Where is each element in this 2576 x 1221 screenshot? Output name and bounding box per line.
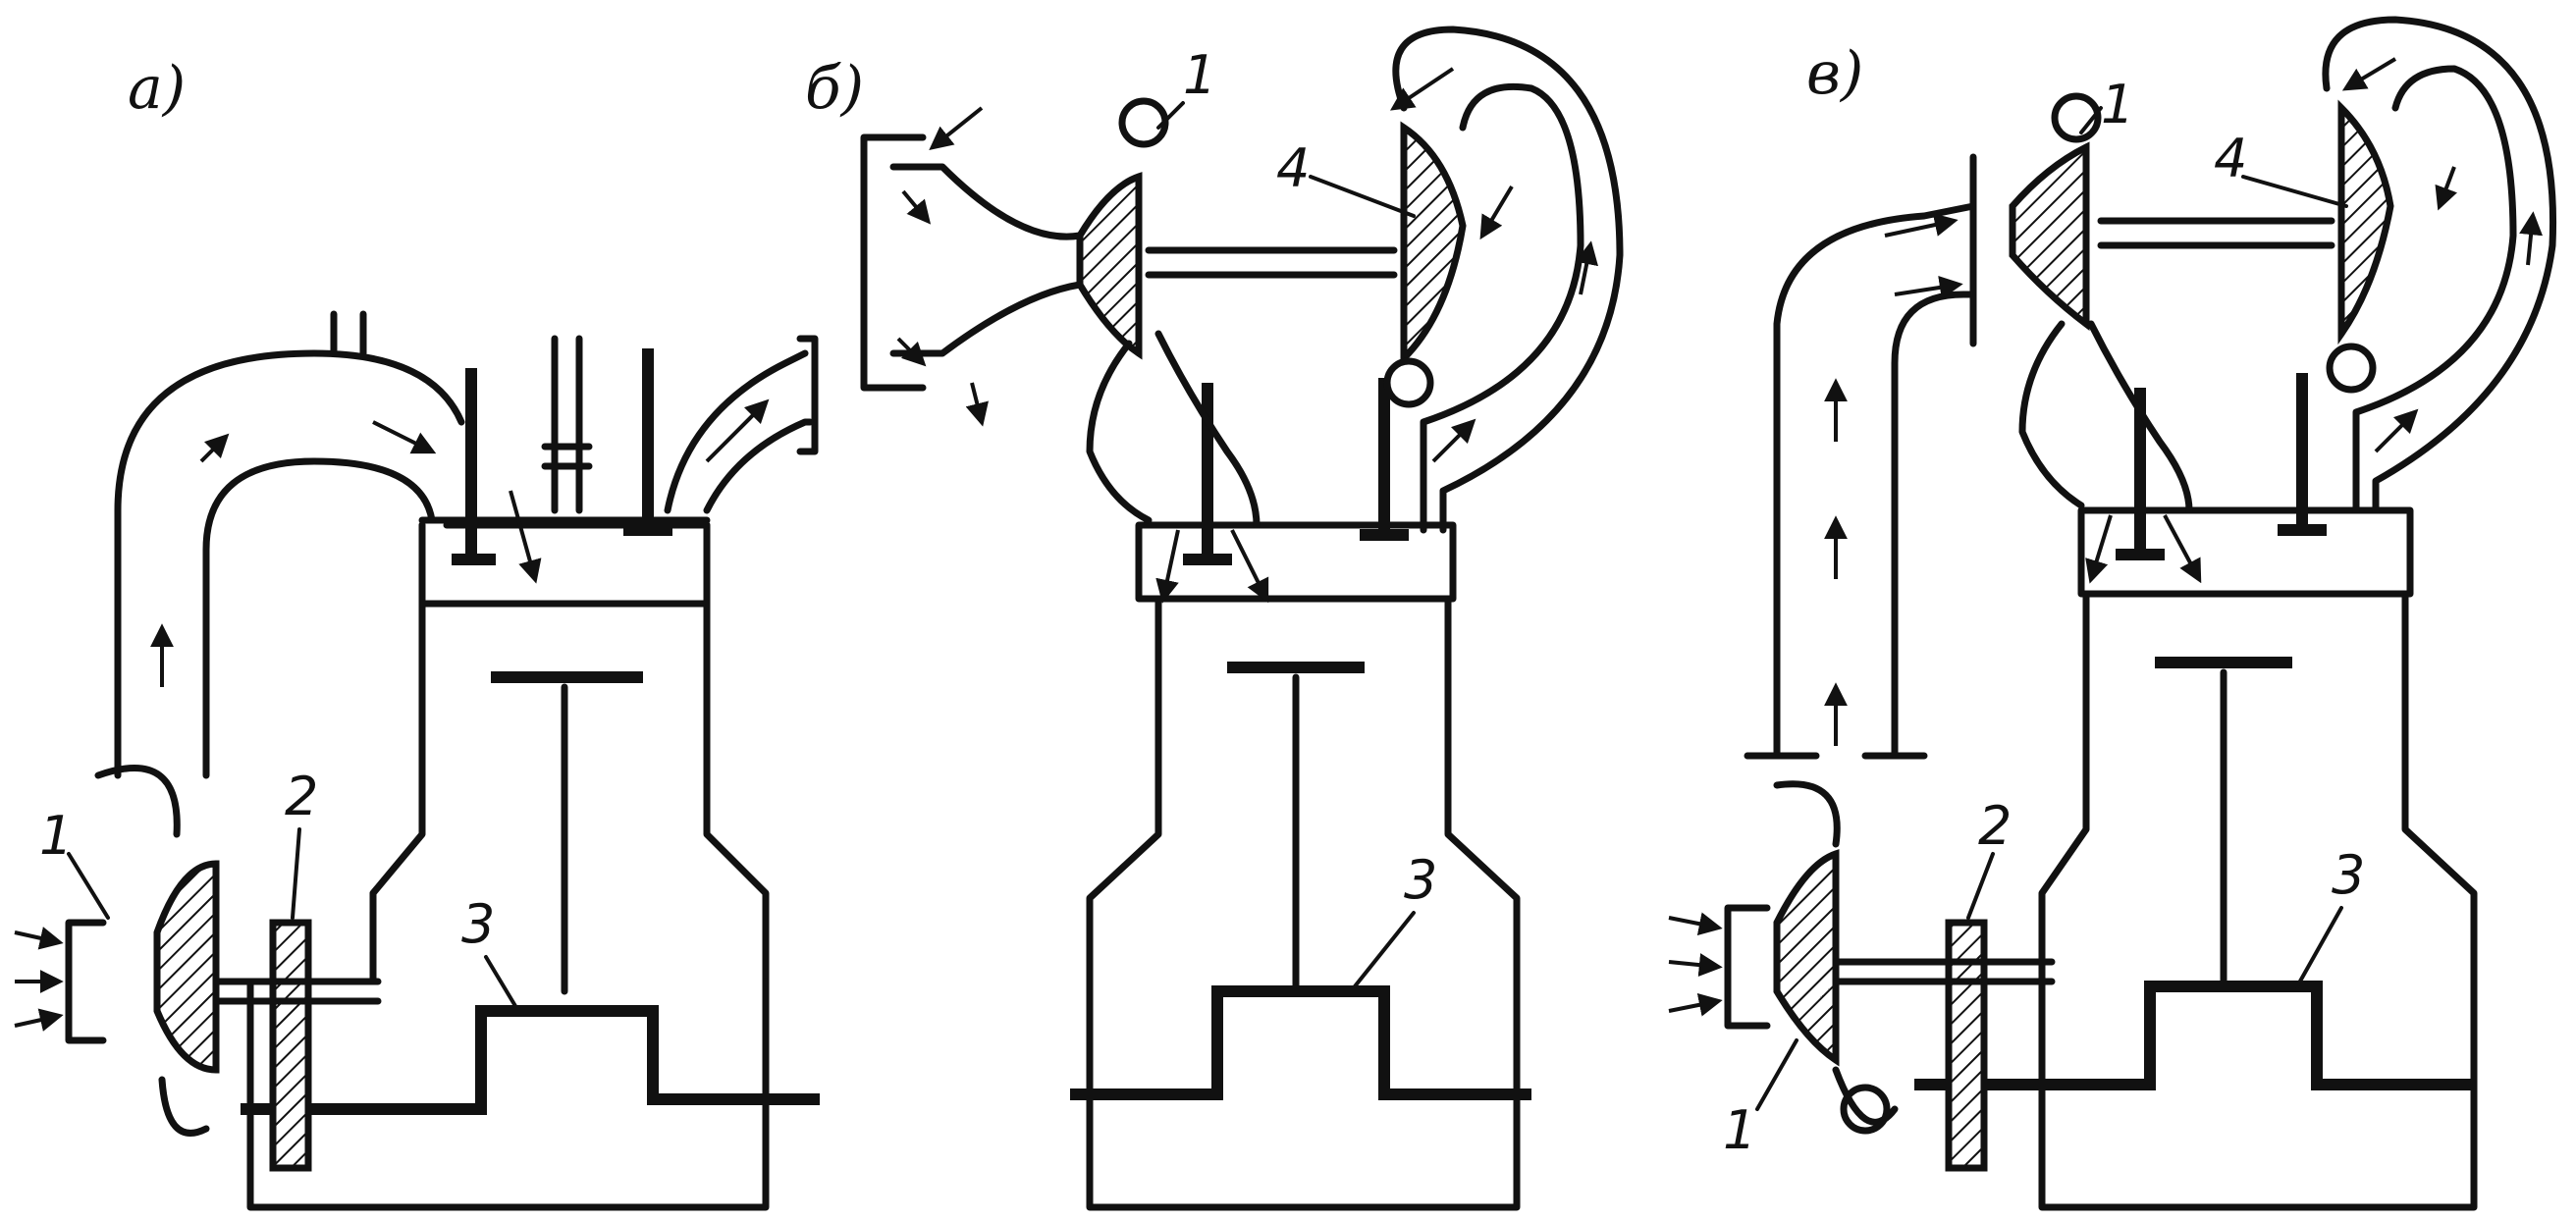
exhaust-loop-c (2322, 16, 2557, 514)
cylinder-arrow-a (509, 490, 542, 584)
leader-a-3 (484, 955, 517, 1008)
leader-a-2 (291, 827, 301, 920)
air-in-arrow-c-1 (1668, 912, 1723, 936)
callout-c-3: 3 (2332, 844, 2365, 906)
turbine-outlet-bulb-c (2326, 343, 2377, 394)
panel-c: в) 1 (1668, 16, 2557, 1211)
compressor-wheel-c (2009, 141, 2090, 332)
compressor-wheel-b (1076, 172, 1143, 360)
leader-b-3 (1353, 911, 1416, 988)
injector-a (541, 335, 593, 514)
transfer-pipe-c (1744, 153, 1977, 760)
exhaust-arrow-b-1 (1390, 67, 1455, 111)
panel-letter-a: а) (128, 54, 186, 123)
exhaust-arrow-c-1 (2341, 57, 2397, 91)
exhaust-valve-b (1360, 378, 1409, 541)
air-in-arrow-b-4 (965, 382, 989, 427)
callout-b-3: 3 (1404, 849, 1437, 911)
low-pressure-bulb-c (1840, 1084, 1891, 1135)
intake-manifold-b (1086, 330, 1261, 529)
callout-c-1-bottom: 1 (1723, 1099, 1756, 1161)
exhaust-arrow-c-2 (2435, 166, 2457, 211)
exhaust-arrow-b-4 (1431, 418, 1476, 463)
transfer-arrow-c-5 (1894, 276, 1963, 299)
gear-shaft-c (1832, 958, 2056, 985)
exhaust-valve-a (623, 348, 672, 536)
callout-c-2: 2 (1978, 795, 2012, 857)
air-box-b (860, 133, 1084, 392)
compressor-wheel-c-2 (1773, 849, 1840, 1067)
panel-a: а) 1 2 (14, 54, 820, 1211)
crankshaft-a (241, 1005, 820, 1115)
cylinder-arrow-c-2 (2163, 514, 2202, 584)
crankshaft-c (1914, 981, 2474, 1090)
air-in-arrow-b-3 (896, 337, 927, 367)
cylinder-body-b (1086, 521, 1521, 1211)
turbine-wheel-c (2337, 99, 2394, 345)
turbine-wheel-b (1400, 121, 1467, 367)
panel-letter-c: в) (1806, 39, 1863, 108)
leader-c-2 (1966, 852, 1995, 920)
air-in-arrow-c-2 (1668, 953, 1723, 978)
cylinder-arrow-c-1 (2085, 514, 2113, 584)
compressor-inlet-bulb-b (1118, 97, 1169, 148)
callout-c-1-top: 1 (2101, 74, 2134, 135)
callout-a-2: 2 (285, 766, 318, 827)
cylinder-body-c (2038, 506, 2478, 1211)
gear-shaft-a (212, 978, 382, 1005)
turbo-shaft-c (2097, 217, 2335, 249)
callout-a-1: 1 (39, 805, 73, 867)
exhaust-arrow-c-3 (2519, 211, 2544, 266)
air-in-arrow-b-1 (929, 106, 984, 150)
air-in-arrow-c-3 (1668, 992, 1723, 1017)
leader-c-1-top (2079, 106, 2103, 134)
air-in-arrow-a-3 (14, 1008, 64, 1032)
compressor-volute-a (65, 765, 210, 1137)
exhaust-pipe-a (664, 335, 819, 514)
exhaust-arrow-b-3 (1575, 240, 1599, 295)
exhaust-arrow-c-4 (2374, 408, 2419, 453)
cylinder-arrow-b-1 (1155, 529, 1180, 604)
callout-b-4: 4 (1276, 137, 1310, 199)
leader-a-1 (67, 852, 110, 920)
air-in-arrow-b-2 (901, 189, 932, 225)
compressor-wheel-a (153, 860, 220, 1074)
exhaust-arrow-b-2 (1479, 185, 1514, 240)
exhaust-arrow-a (705, 398, 770, 463)
callout-b-1: 1 (1183, 44, 1216, 106)
intake-pipe-a (114, 310, 465, 779)
intake-arrow-a-2 (199, 433, 230, 463)
compressor-inlet-bulb-c (2051, 92, 2102, 143)
callout-c-4: 4 (2214, 128, 2247, 189)
crankshaft-b (1070, 985, 1531, 1100)
callout-a-3: 3 (461, 893, 495, 955)
panel-b: б) 1 4 3 (805, 26, 1624, 1211)
turbine-outlet-bulb-b (1383, 357, 1434, 408)
turbo-shaft-b (1145, 246, 1398, 279)
exhaust-valve-c (2278, 373, 2327, 536)
leader-c-3 (2295, 906, 2343, 988)
intake-manifold-c (2018, 320, 2193, 514)
leader-c-1-bottom (1755, 1038, 1798, 1111)
leader-b-1 (1156, 101, 1185, 130)
intake-valve-b (1183, 383, 1232, 565)
intake-valve-a (452, 368, 496, 565)
air-in-arrow-a-1 (14, 927, 64, 950)
leader-b-4 (1309, 175, 1416, 218)
leader-c-4 (2241, 175, 2348, 208)
compressor-volute-c (1724, 780, 1899, 1126)
exhaust-loop-b (1392, 26, 1624, 534)
drive-gear-a (269, 919, 312, 1172)
cylinder-body-a (369, 516, 770, 985)
intake-arrow-a-3 (372, 420, 437, 454)
panel-letter-b: б) (805, 54, 864, 123)
cylinder-arrow-b-2 (1230, 529, 1269, 604)
transfer-arrow-c-4 (1884, 213, 1959, 238)
